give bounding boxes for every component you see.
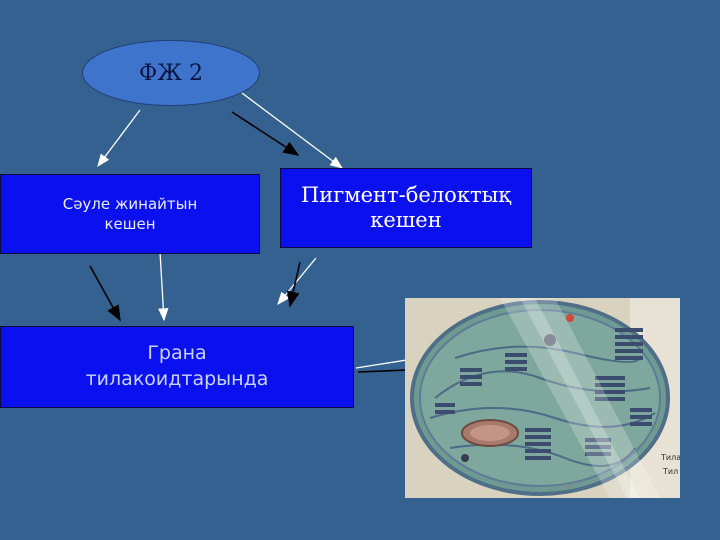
node-fzh2-label: ФЖ 2 — [139, 60, 203, 86]
node-grana-thylakoids-label: Грана тилакоидтарында — [85, 342, 269, 390]
node-light-harvesting-complex: Сәуле жинайтын кешен — [0, 174, 260, 254]
arrow-top-to-right-black — [231, 111, 300, 156]
arrow-top-to-left — [97, 109, 141, 168]
arrow-top-to-right-white — [237, 89, 344, 169]
node-pigment-protein-complex: Пигмент-белоктық кешен — [280, 168, 532, 248]
arrow-left-to-bottom-white — [158, 251, 169, 322]
svg-text:4.1: 4.1 — [563, 481, 576, 490]
node-fzh2: ФЖ 2 — [82, 40, 260, 106]
arrow-left-to-bottom-black — [89, 265, 121, 322]
node-pigment-protein-label: Пигмент-белоктық кешен — [300, 182, 512, 232]
svg-text:Тила: Тила — [660, 453, 680, 462]
svg-text:Тил: Тил — [662, 467, 678, 476]
node-light-harvesting-label: Сәуле жинайтын кешен — [62, 194, 198, 233]
node-grana-thylakoids: Грана тилакоидтарында — [0, 326, 354, 408]
arrow-right-to-bottom-white — [277, 257, 317, 306]
arrow-right-to-bottom-black — [286, 261, 301, 308]
chloroplast-image: Тила Тил 4.1 — [405, 298, 680, 498]
